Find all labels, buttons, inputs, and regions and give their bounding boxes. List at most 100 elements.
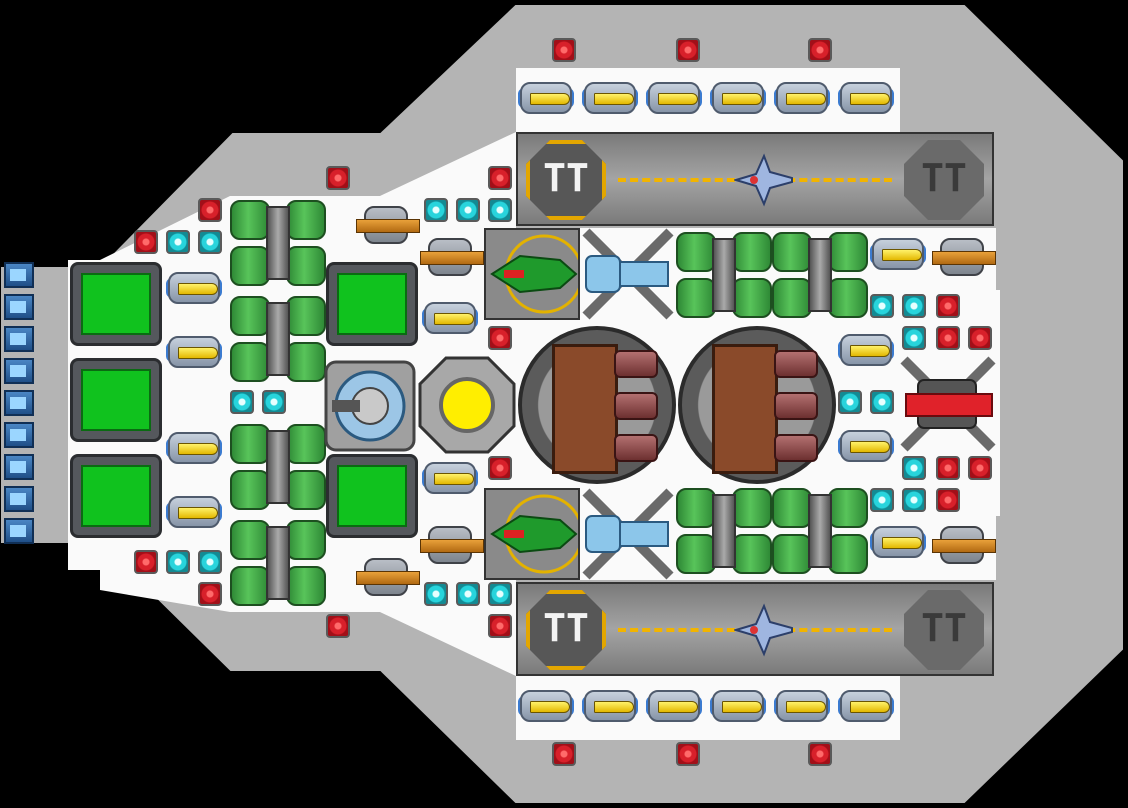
cyan-power-node-icon[interactable]: [262, 390, 286, 414]
green-fuel-tank[interactable]: [230, 196, 326, 290]
red-power-node-icon[interactable]: [936, 294, 960, 318]
red-power-node-icon[interactable]: [488, 614, 512, 638]
red-power-node-icon[interactable]: [936, 456, 960, 480]
yellow-ammo-pod[interactable]: [868, 520, 928, 564]
yellow-ammo-pod[interactable]: [708, 684, 768, 728]
red-power-node-icon[interactable]: [936, 326, 960, 350]
yellow-ammo-pod[interactable]: [708, 76, 768, 120]
yellow-ammo-pod[interactable]: [644, 76, 704, 120]
red-power-node-icon[interactable]: [968, 326, 992, 350]
yellow-ammo-pod[interactable]: [420, 456, 480, 500]
cyan-power-node-icon[interactable]: [230, 390, 254, 414]
orange-gun-turret[interactable]: [356, 200, 420, 250]
yellow-ammo-pod[interactable]: [836, 328, 896, 372]
cyan-power-node-icon[interactable]: [198, 550, 222, 574]
battery-cell-icon[interactable]: [4, 326, 34, 352]
yellow-ammo-pod[interactable]: [836, 424, 896, 468]
green-cargo-bay[interactable]: [326, 262, 418, 346]
green-fuel-tank[interactable]: [230, 516, 326, 610]
yellow-ammo-pod[interactable]: [836, 684, 896, 728]
yellow-ammo-pod[interactable]: [164, 266, 224, 310]
cyan-power-node-icon[interactable]: [166, 550, 190, 574]
missile-launcher[interactable]: [582, 228, 674, 320]
shield-generator[interactable]: [324, 360, 416, 452]
red-power-node-icon[interactable]: [488, 456, 512, 480]
yellow-ammo-pod[interactable]: [772, 684, 832, 728]
red-power-node-icon[interactable]: [198, 582, 222, 606]
yellow-ammo-pod[interactable]: [164, 426, 224, 470]
green-fighter-dock[interactable]: [484, 228, 584, 320]
cyan-power-node-icon[interactable]: [456, 198, 480, 222]
orange-gun-turret[interactable]: [420, 520, 484, 570]
red-power-node-icon[interactable]: [326, 166, 350, 190]
green-fuel-tank[interactable]: [772, 228, 868, 322]
cyan-power-node-icon[interactable]: [870, 390, 894, 414]
twin-reactor[interactable]: [678, 326, 836, 484]
cyan-power-node-icon[interactable]: [488, 198, 512, 222]
cyan-power-node-icon[interactable]: [870, 488, 894, 512]
yellow-ammo-pod[interactable]: [580, 76, 640, 120]
cyan-power-node-icon[interactable]: [902, 326, 926, 350]
yellow-ammo-pod[interactable]: [164, 490, 224, 534]
cyan-power-node-icon[interactable]: [424, 198, 448, 222]
battery-cell-icon[interactable]: [4, 262, 34, 288]
battery-cell-icon[interactable]: [4, 518, 34, 544]
red-heavy-turret[interactable]: [900, 356, 996, 452]
red-power-node-icon[interactable]: [488, 166, 512, 190]
red-power-node-icon[interactable]: [676, 742, 700, 766]
twin-reactor[interactable]: [518, 326, 676, 484]
yellow-ammo-pod[interactable]: [772, 76, 832, 120]
green-cargo-bay[interactable]: [326, 454, 418, 538]
red-power-node-icon[interactable]: [676, 38, 700, 62]
green-cargo-bay[interactable]: [70, 358, 162, 442]
green-fuel-tank[interactable]: [772, 484, 868, 578]
green-fuel-tank[interactable]: [230, 292, 326, 386]
red-power-node-icon[interactable]: [198, 198, 222, 222]
orange-gun-turret[interactable]: [932, 520, 996, 570]
cyan-power-node-icon[interactable]: [456, 582, 480, 606]
red-power-node-icon[interactable]: [488, 326, 512, 350]
battery-cell-icon[interactable]: [4, 358, 34, 384]
battery-cell-icon[interactable]: [4, 454, 34, 480]
red-power-node-icon[interactable]: [808, 742, 832, 766]
red-power-node-icon[interactable]: [936, 488, 960, 512]
red-power-node-icon[interactable]: [326, 614, 350, 638]
orange-gun-turret[interactable]: [356, 552, 420, 602]
red-power-node-icon[interactable]: [552, 38, 576, 62]
battery-cell-icon[interactable]: [4, 486, 34, 512]
battery-cell-icon[interactable]: [4, 390, 34, 416]
cyan-power-node-icon[interactable]: [488, 582, 512, 606]
green-fuel-tank[interactable]: [676, 228, 772, 322]
red-power-node-icon[interactable]: [968, 456, 992, 480]
cyan-power-node-icon[interactable]: [902, 488, 926, 512]
green-fuel-tank[interactable]: [230, 420, 326, 514]
green-cargo-bay[interactable]: [70, 454, 162, 538]
yellow-ammo-pod[interactable]: [516, 684, 576, 728]
green-cargo-bay[interactable]: [70, 262, 162, 346]
orange-gun-turret[interactable]: [420, 232, 484, 282]
yellow-ammo-pod[interactable]: [868, 232, 928, 276]
orange-gun-turret[interactable]: [932, 232, 996, 282]
cyan-power-node-icon[interactable]: [902, 456, 926, 480]
cyan-power-node-icon[interactable]: [198, 230, 222, 254]
cyan-power-node-icon[interactable]: [166, 230, 190, 254]
yellow-ammo-pod[interactable]: [164, 330, 224, 374]
yellow-ammo-pod[interactable]: [420, 296, 480, 340]
red-power-node-icon[interactable]: [552, 742, 576, 766]
yellow-ammo-pod[interactable]: [644, 684, 704, 728]
battery-cell-icon[interactable]: [4, 294, 34, 320]
cyan-power-node-icon[interactable]: [424, 582, 448, 606]
red-power-node-icon[interactable]: [134, 230, 158, 254]
yellow-ammo-pod[interactable]: [580, 684, 640, 728]
green-fuel-tank[interactable]: [676, 484, 772, 578]
battery-cell-icon[interactable]: [4, 422, 34, 448]
yellow-core[interactable]: [418, 356, 516, 454]
yellow-ammo-pod[interactable]: [836, 76, 896, 120]
missile-launcher[interactable]: [582, 488, 674, 580]
cyan-power-node-icon[interactable]: [870, 294, 894, 318]
red-power-node-icon[interactable]: [134, 550, 158, 574]
cyan-power-node-icon[interactable]: [902, 294, 926, 318]
red-power-node-icon[interactable]: [808, 38, 832, 62]
